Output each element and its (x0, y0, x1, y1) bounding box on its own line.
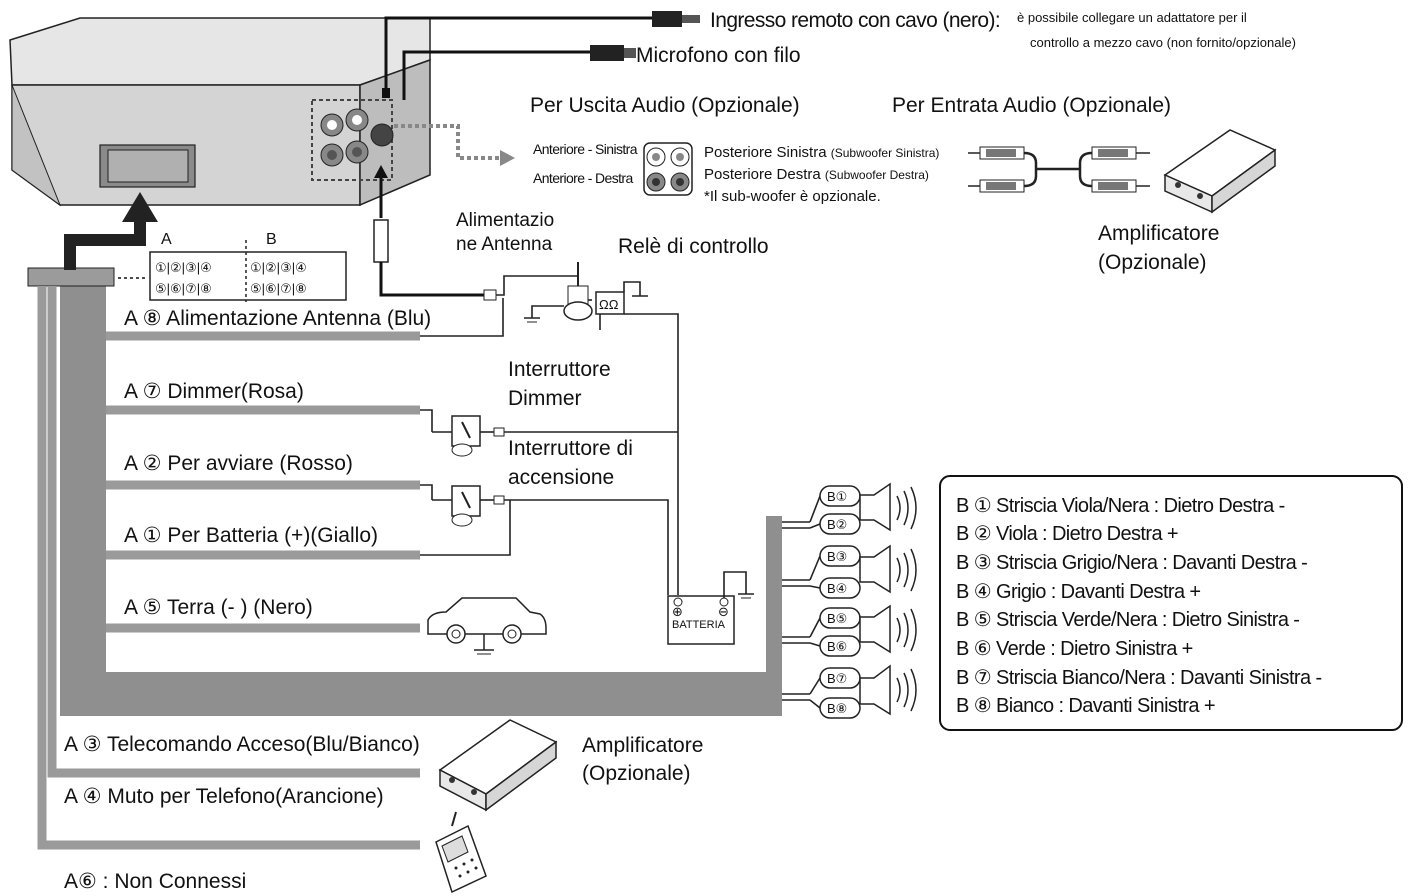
legend-item-b3: B ③ Striscia Grigio/Nera : Davanti Destr… (956, 552, 1307, 574)
connector-b-row1: ①|②|③|④ (250, 260, 307, 275)
front-left-label: Anteriore - Sinistra (533, 141, 638, 157)
amplifier-top-line2: (Opzionale) (1098, 251, 1207, 274)
head-unit-iso-socket (99, 144, 196, 188)
legend-item-b6: B ⑥ Verde : Dietro Sinistra + (956, 638, 1193, 660)
rca-arrow-head (500, 150, 515, 166)
wire-a6-label: A⑥ : Non Connessi (64, 870, 246, 893)
amplifier-top-image (1163, 129, 1277, 214)
harness-thin-wires (37, 286, 420, 850)
dimmer-switch-icon (432, 415, 678, 457)
speaker-tag-b4: B④ (827, 581, 847, 596)
audio-out-title: Per Uscita Audio (Opzionale) (530, 94, 800, 117)
amplifier-bottom-line2: (Opzionale) (582, 762, 691, 785)
iso-connector-block: A B ①|②|③|④ ①|②|③|④ ⑤|⑥|⑦|⑧ ⑤|⑥|⑦|⑧ (149, 231, 347, 302)
dimmer-switch-line2: Dimmer (508, 387, 582, 410)
audio-in-title: Per Entrata Audio (Opzionale) (892, 94, 1171, 117)
connector-label-a: A (161, 231, 172, 248)
battery-label: BATTERIA (672, 619, 726, 631)
rear-left-main: Posteriore Sinistra (704, 144, 831, 161)
front-right-label: Anteriore - Destra (533, 170, 633, 186)
legend-item-b7: B ⑦ Striscia Bianco/Nera : Davanti Sinis… (956, 667, 1322, 689)
speaker-tag-b5: B⑤ (827, 611, 847, 626)
rear-right-label: Posteriore Destra (Subwoofer Destra) (704, 166, 929, 183)
connector-a-row2: ⑤|⑥|⑦|⑧ (155, 281, 212, 296)
svg-text:⊕: ⊕ (672, 604, 683, 619)
speaker-tag-b2: B② (827, 517, 847, 532)
rear-left-sub: (Subwoofer Sinistra) (831, 146, 940, 160)
harness-bundle (27, 192, 782, 716)
remote-plug (652, 11, 682, 27)
microphone-cable (402, 50, 590, 100)
rear-left-label: Posteriore Sinistra (Subwoofer Sinistra) (704, 144, 939, 161)
wire-a1-label: A ① Per Batteria (+)(Giallo) (124, 524, 378, 547)
speaker-tag-b1: B① (827, 489, 847, 504)
rca-cable-set (968, 146, 1150, 193)
head-unit (9, 17, 431, 207)
subwoofer-note: *Il sub-woofer è opzionale. (704, 188, 881, 205)
svg-text:ΩΩ: ΩΩ (599, 297, 619, 312)
connector-a-row1: ①|②|③|④ (155, 260, 212, 275)
antenna-power-line2: ne Antenna (456, 234, 553, 255)
battery-icon: ⊕ ⊖ BATTERIA (667, 571, 754, 645)
relay-label: Relè di controllo (618, 235, 769, 258)
speaker-tag-b7: B⑦ (827, 671, 847, 686)
speaker-tags: B① B② B③ B④ B⑤ B⑥ B⑦ B⑧ (827, 489, 847, 716)
rear-right-main: Posteriore Destra (704, 166, 825, 183)
remote-input-title: Ingresso remoto con cavo (nero): (710, 9, 1000, 32)
speaker-legend: B ① Striscia Viola/Nera : Dietro Destra … (939, 475, 1403, 731)
antenna-power-line1: Alimentazio (456, 210, 554, 231)
amplifier-bottom-image (438, 719, 558, 812)
wire-a5-label: A ⑤ Terra (- ) (Nero) (124, 596, 313, 619)
microphone-plug (590, 45, 624, 61)
legend-item-b4: B ④ Grigio : Davanti Destra + (956, 581, 1201, 603)
power-antenna-motor (524, 262, 593, 323)
speaker-tag-b8: B⑧ (827, 701, 847, 716)
antenna-plug (373, 219, 389, 263)
rear-right-sub: (Subwoofer Destra) (825, 168, 929, 182)
ignition-switch-line1: Interruttore di (508, 437, 633, 460)
wire-a3-label: A ③ Telecomando Acceso(Blu/Bianco) (64, 733, 420, 756)
antenna-arrow-head (374, 165, 388, 178)
control-relay: ΩΩ (588, 281, 679, 595)
svg-text:⊖: ⊖ (718, 604, 729, 619)
legend-item-b1: B ① Striscia Viola/Nera : Dietro Destra … (956, 495, 1285, 517)
ignition-switch-icon (432, 485, 669, 595)
legend-item-b8: B ⑧ Bianco : Davanti Sinistra + (956, 695, 1215, 717)
speaker-tag-b6: B⑥ (827, 639, 847, 654)
rca-output-jacks (643, 142, 693, 196)
wire-a2-label: A ② Per avviare (Rosso) (124, 452, 353, 475)
speaker-outputs (782, 482, 917, 719)
connector-b-row2: ⑤|⑥|⑦|⑧ (250, 281, 307, 296)
rca-dotted-arrow (394, 124, 505, 160)
amplifier-bottom-line1: Amplificatore (582, 734, 703, 757)
remote-input-desc-2: controllo a mezzo cavo (non fornito/opzi… (1030, 35, 1296, 50)
microphone-label: Microfono con filo (636, 44, 801, 67)
connector-label-b: B (266, 231, 277, 248)
remote-input-desc-1: è possibile collegare un adattatore per … (1017, 10, 1247, 25)
remote-cable (384, 16, 655, 95)
ignition-switch-line2: accensione (508, 466, 614, 489)
wire-a4-label: A ④ Muto per Telefono(Arancione) (64, 785, 384, 808)
wire-a7-label: A ⑦ Dimmer(Rosa) (124, 380, 304, 403)
head-unit-rca-ports (311, 99, 394, 181)
wire-a8-label: A ⑧ Alimentazione Antenna (Blu) (124, 307, 431, 330)
mobile-phone-icon (435, 811, 487, 894)
legend-item-b5: B ⑤ Striscia Verde/Nera : Dietro Sinistr… (956, 609, 1299, 631)
speaker-tag-b3: B③ (827, 549, 847, 564)
amplifier-top-line1: Amplificatore (1098, 222, 1219, 245)
legend-item-b2: B ② Viola : Dietro Destra + (956, 523, 1178, 545)
dimmer-switch-line1: Interruttore (508, 358, 611, 381)
car-ground-icon (427, 597, 547, 655)
